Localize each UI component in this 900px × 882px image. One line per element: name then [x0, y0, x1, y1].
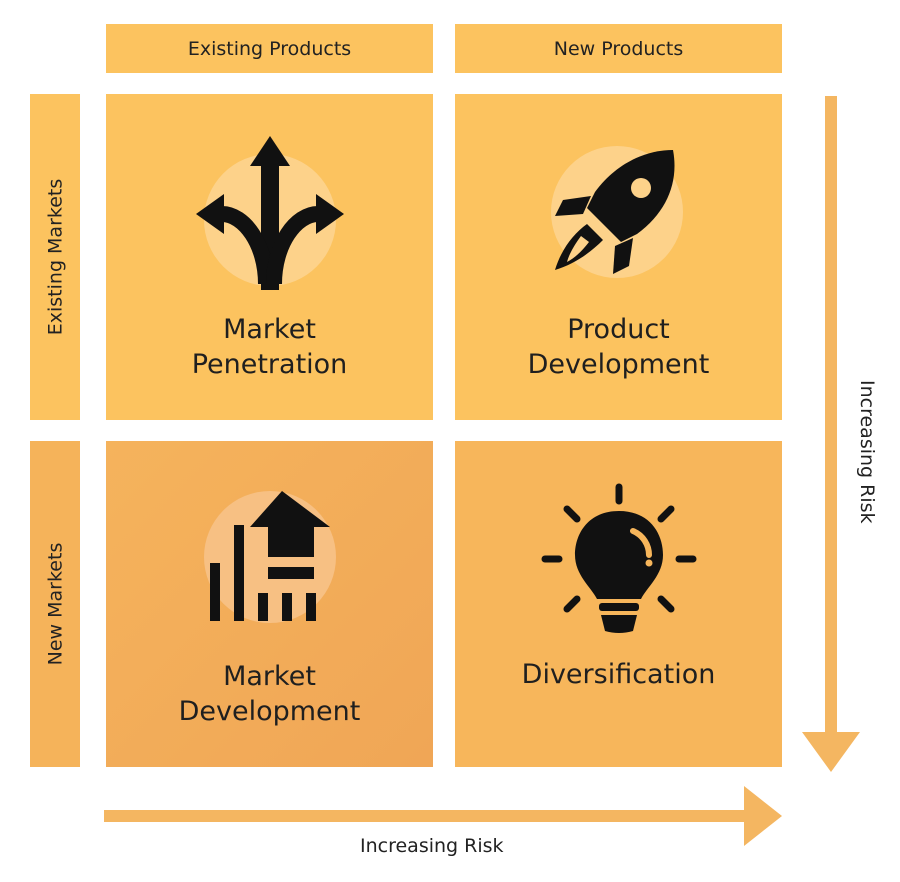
horizontal-risk-label: Increasing Risk	[360, 835, 504, 857]
quadrant-title: Market Penetration	[106, 312, 433, 382]
quadrant-title: Product Development	[455, 312, 782, 382]
quadrant-title-line: Product	[567, 314, 670, 345]
quadrant-product-development: Product Development	[455, 94, 782, 420]
horizontal-risk-arrow	[104, 786, 782, 846]
quadrant-title-line: Market	[223, 661, 316, 692]
quadrant-title-line: Development	[178, 696, 361, 727]
row-header-existing-markets: Existing Markets	[30, 94, 80, 420]
growth-chart-icon	[204, 491, 336, 623]
row-header-new-markets: New Markets	[30, 441, 80, 767]
column-header-label: New Products	[553, 37, 684, 60]
column-header-new-products: New Products	[455, 24, 782, 73]
quadrant-market-development: Market Development	[106, 441, 433, 767]
vertical-risk-arrow	[802, 96, 860, 772]
quadrant-title-line: Diversification	[521, 659, 716, 690]
quadrant-title: Market Development	[106, 659, 433, 729]
row-header-label: Existing Markets	[44, 178, 67, 336]
quadrant-title-line: Market	[223, 314, 316, 345]
vertical-risk-label: Increasing Risk	[856, 380, 878, 524]
quadrant-title: Diversification	[455, 657, 782, 692]
quadrant-market-penetration: Market Penetration	[106, 94, 433, 420]
rocket-icon	[551, 146, 683, 278]
lightbulb-icon	[541, 483, 697, 633]
quadrant-title-line: Penetration	[191, 349, 348, 380]
column-header-label: Existing Products	[187, 37, 352, 60]
column-header-existing-products: Existing Products	[106, 24, 433, 73]
row-header-label: New Markets	[44, 542, 67, 666]
split-arrows-icon	[196, 136, 344, 290]
quadrant-diversification: Diversification	[455, 441, 782, 767]
quadrant-title-line: Development	[527, 349, 710, 380]
